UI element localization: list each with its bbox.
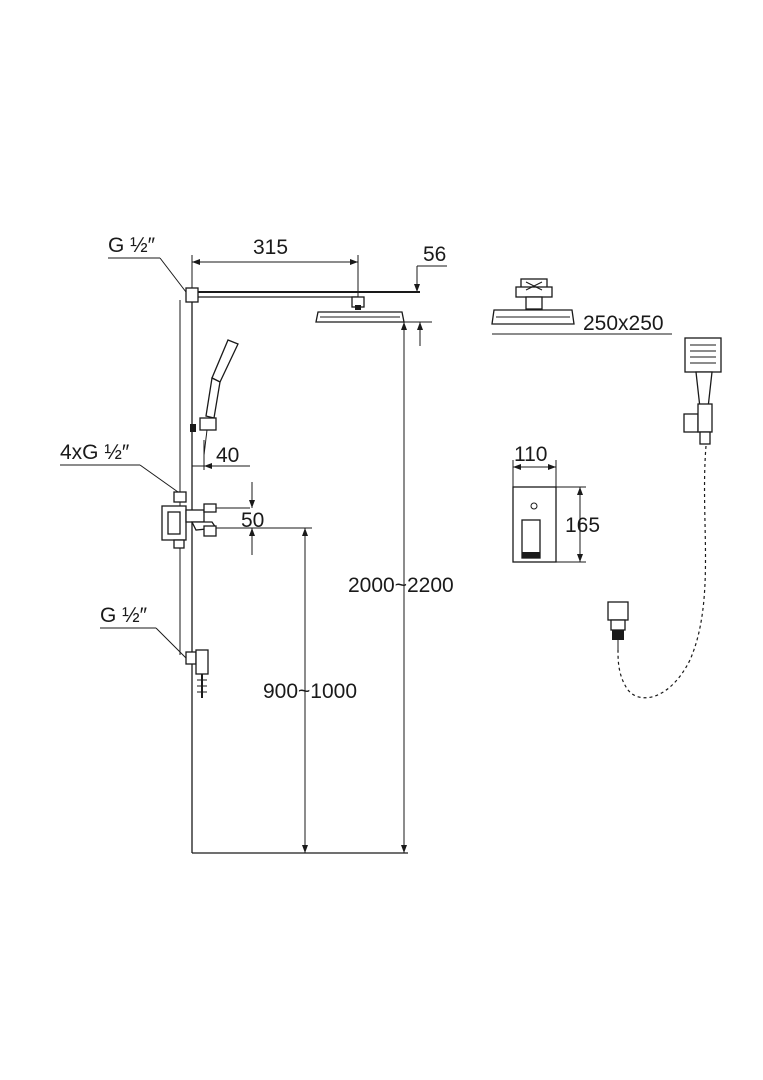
shower-head-front — [491, 278, 672, 335]
dim-900-1000-label: 900~1000 — [263, 680, 357, 703]
dim-315 — [191, 255, 359, 297]
dim-2000-2200 — [401, 322, 407, 853]
riser-pipe — [179, 292, 408, 854]
hand-shower-front — [683, 337, 722, 445]
dim-315-label: 315 — [253, 236, 288, 259]
dim-165 — [556, 486, 586, 563]
mixer-plate — [512, 486, 557, 563]
wall-outlet — [607, 601, 629, 650]
dim-2000-2200-label: 2000~2200 — [348, 574, 454, 597]
shower-arm — [185, 287, 420, 323]
inlet-top-label: G ½″ — [108, 234, 156, 257]
dim-56-label: 56 — [423, 243, 446, 266]
dim-56 — [404, 265, 447, 346]
dim-900-1000 — [302, 528, 308, 853]
head-size-label: 250x250 — [583, 312, 664, 335]
leader-inlet-top — [108, 257, 187, 293]
dim-110-label: 110 — [514, 443, 547, 466]
dim-110 — [512, 460, 557, 487]
dim-50-label: 50 — [241, 509, 264, 532]
dim-165-label: 165 — [565, 514, 600, 537]
hand-shower-side — [190, 339, 239, 456]
outlets-label: 4xG ½″ — [60, 441, 130, 464]
dim-50 — [216, 482, 312, 555]
dim-40-label: 40 — [216, 444, 239, 467]
dim-40 — [192, 440, 250, 470]
hose — [617, 445, 707, 699]
mixer-body — [161, 491, 240, 549]
bottom-inlet — [185, 649, 209, 698]
inlet-bottom-label: G ½″ — [100, 604, 148, 627]
leader-inlet-bottom — [100, 627, 187, 659]
leader-outlets — [60, 464, 179, 493]
